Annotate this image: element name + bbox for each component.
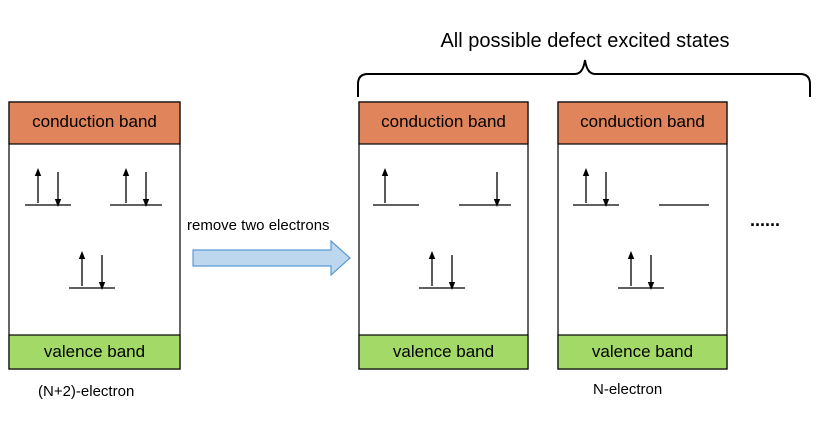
remove-electrons-arrow <box>192 239 351 277</box>
diagram-title: All possible defect excited states <box>440 30 730 52</box>
panel-right-valence-label: valence band <box>591 342 694 361</box>
arrow-label: remove two electrons <box>187 217 330 234</box>
panel-left-conduction-label: conduction band <box>32 112 157 131</box>
ellipsis: ...... <box>750 210 781 230</box>
panel-middle <box>358 101 529 370</box>
panel-middle-levels <box>373 168 511 290</box>
caption-left: (N+2)-electron <box>38 383 135 400</box>
panel-right-levels <box>573 168 709 290</box>
panel-right <box>557 101 728 370</box>
panel-middle-valence-label: valence band <box>392 342 495 361</box>
excited-states-brace <box>357 59 811 97</box>
panel-left <box>8 101 181 370</box>
panel-right-conduction-band <box>557 101 728 145</box>
caption-right: N-electron <box>593 381 663 398</box>
panel-middle-conduction-label: conduction band <box>381 112 506 131</box>
panel-left-levels <box>25 168 162 290</box>
panel-middle-conduction-band <box>358 101 529 145</box>
panel-middle-valence-band <box>358 334 529 370</box>
panel-right-conduction-label: conduction band <box>580 112 705 131</box>
panel-left-valence-label: valence band <box>43 342 146 361</box>
panel-left-conduction-band <box>8 101 181 145</box>
panel-right-valence-band <box>557 334 728 370</box>
panel-left-valence-band <box>8 334 181 370</box>
